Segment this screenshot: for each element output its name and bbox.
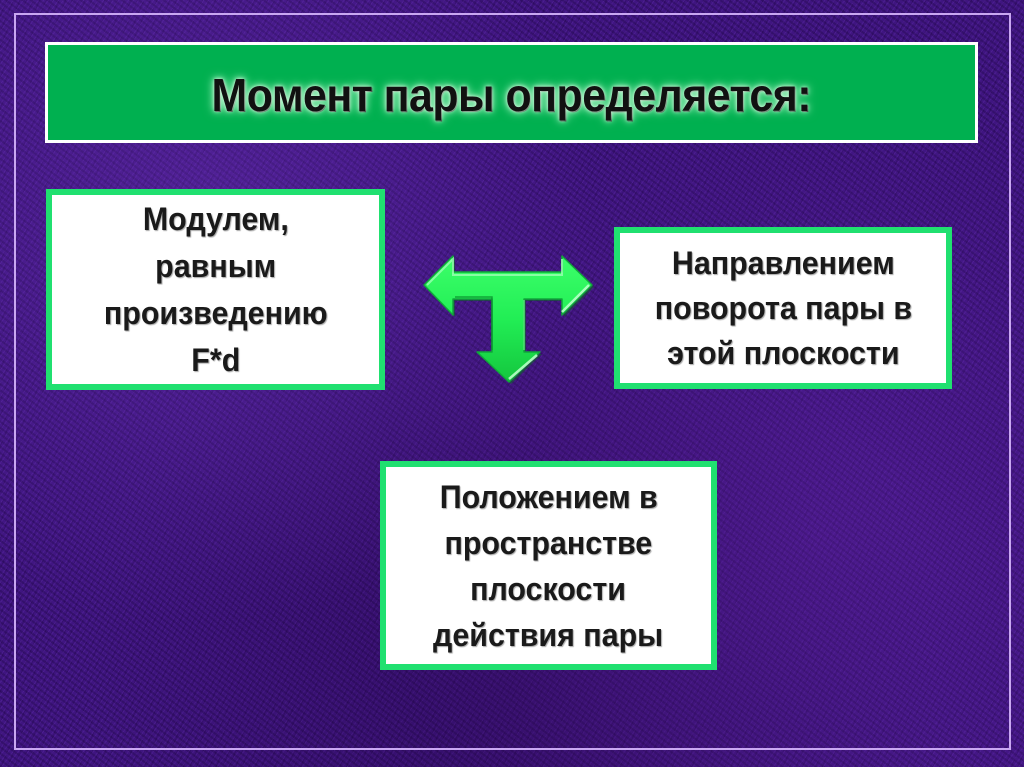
three-way-arrow-icon xyxy=(423,255,594,384)
slide-title: Момент пары определяется: xyxy=(211,68,812,121)
box-magnitude-line-3: произведению xyxy=(103,294,328,331)
box-plane-position: Положением в пространстве плоскости дейс… xyxy=(380,461,717,670)
box-magnitude-line-1: Модулем, xyxy=(142,200,289,237)
box-plane-position-line-1: Положением в xyxy=(439,478,658,515)
box-direction-line-2: поворота пары в xyxy=(654,289,912,326)
box-magnitude-line-4: F*d xyxy=(191,341,240,378)
title-banner: Момент пары определяется: xyxy=(45,42,978,143)
box-magnitude: Модулем, равным произведению F*d xyxy=(46,189,385,390)
box-magnitude-line-2: равным xyxy=(155,247,276,284)
box-plane-position-line-2: пространстве xyxy=(444,524,653,561)
box-plane-position-line-4: действия пары xyxy=(433,616,664,653)
box-direction: Направлением поворота пары в этой плоско… xyxy=(614,227,952,389)
box-direction-line-1: Направлением xyxy=(671,244,895,281)
box-plane-position-line-3: плоскости xyxy=(470,570,627,607)
box-direction-line-3: этой плоскости xyxy=(666,334,900,371)
